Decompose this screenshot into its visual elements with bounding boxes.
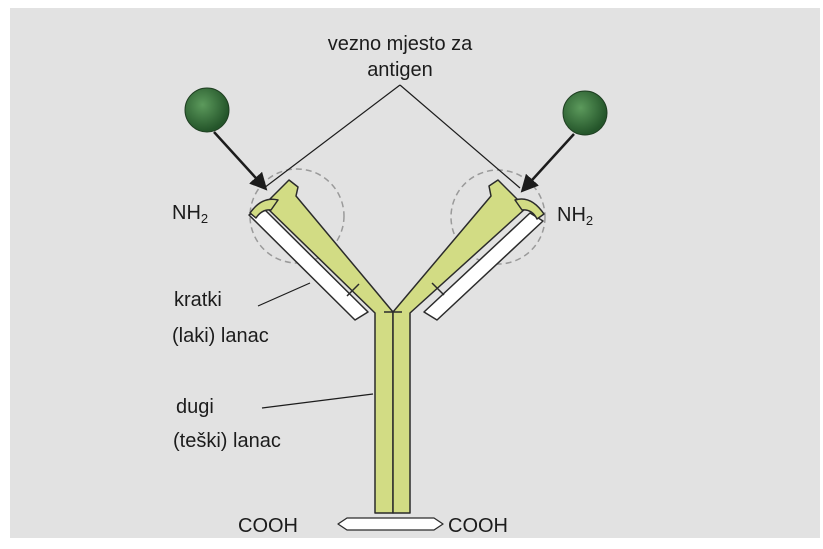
antigen-right: [563, 91, 607, 135]
light-chain-label-line2: (laki) lanac: [172, 325, 269, 347]
heavy-chain-right: [393, 180, 526, 513]
cooh-connector: [338, 518, 443, 530]
cooh-left-label: COOH: [238, 515, 298, 537]
binding-site-label-line1: vezno mjesto za: [328, 33, 473, 55]
antigen-arrow-left: [214, 132, 265, 188]
antigen-arrow-right: [523, 134, 574, 190]
antigen-left: [185, 88, 229, 132]
light-chain-leader: [258, 283, 310, 306]
heavy-chain-label-line1: dugi: [176, 396, 214, 418]
cooh-right-label: COOH: [448, 515, 508, 537]
heavy-chain-leader: [262, 394, 373, 408]
heavy-chain-label-line2: (teški) lanac: [173, 430, 281, 452]
binding-site-leader-left: [264, 85, 400, 188]
binding-site-label-line2: antigen: [367, 59, 433, 81]
nh2-right-label: NH2: [557, 204, 593, 228]
light-chain-label-line1: kratki: [174, 289, 222, 311]
nh2-left-label: NH2: [172, 202, 208, 226]
binding-site-leader-right: [400, 85, 520, 188]
